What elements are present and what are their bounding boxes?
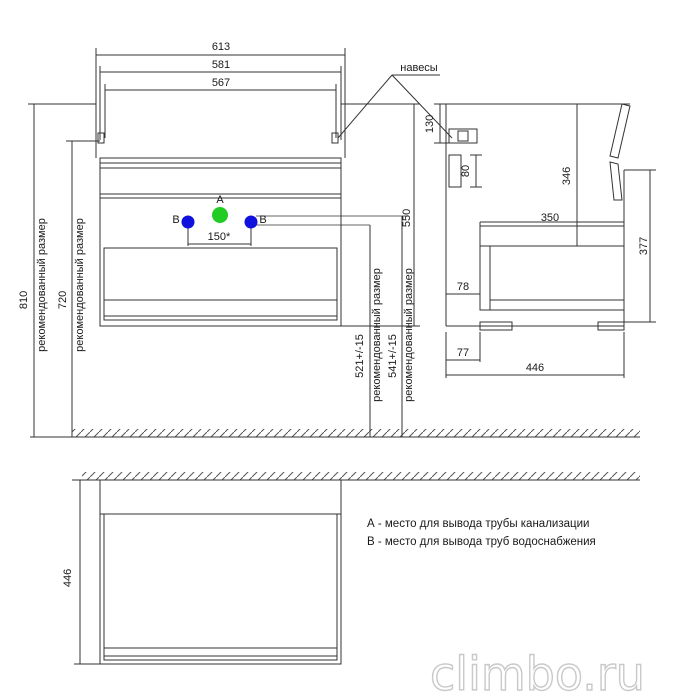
dim-581: 581 <box>212 59 230 71</box>
dim-567: 567 <box>212 77 230 89</box>
recommended-label-810: рекомендованный размер <box>36 218 48 352</box>
legend-a: А - место для вывода трубы канализации <box>367 518 589 530</box>
wall-line <box>82 472 640 481</box>
point-b-right-label: В <box>259 214 266 226</box>
plan-view <box>72 479 342 665</box>
hinges-label: навесы <box>400 62 438 74</box>
pipe-b-right-marker-icon <box>244 215 258 229</box>
dim-80: 80 <box>460 165 472 177</box>
dim-720: 720 <box>57 291 69 309</box>
recommended-label-541: рекомендованный размер <box>403 268 415 402</box>
dim-77: 77 <box>457 347 469 359</box>
hinge-right-icon <box>331 132 339 144</box>
point-a-label: А <box>216 194 224 206</box>
dim-521: 521+/-15 <box>354 334 366 378</box>
dim-78: 78 <box>457 281 469 293</box>
dim-541: 541+/-15 <box>387 334 399 378</box>
point-b-left-label: В <box>172 214 179 226</box>
dim-350: 350 <box>541 212 559 224</box>
dim-150: 150* <box>208 231 231 243</box>
legend-b: В - место для вывода труб водоснабжения <box>367 536 596 548</box>
pipe-a-marker-icon <box>212 207 228 223</box>
pipe-b-left-marker-icon <box>181 215 195 229</box>
dim-810: 810 <box>18 291 30 309</box>
hinge-left-icon <box>97 132 105 144</box>
dim-550: 550 <box>401 209 413 227</box>
recommended-label-720: рекомендованный размер <box>74 218 86 352</box>
front-view <box>28 48 453 437</box>
dim-613: 613 <box>212 41 230 53</box>
dim-446-side: 446 <box>526 362 544 374</box>
recommended-label-521: рекомендованный размер <box>371 268 383 402</box>
side-view <box>434 103 656 378</box>
floor-line <box>30 429 640 438</box>
dim-130: 130 <box>424 115 436 133</box>
dim-346: 346 <box>561 167 573 185</box>
dim-446-plan: 446 <box>62 569 74 587</box>
watermark: climbo.ru <box>430 647 645 700</box>
dim-377: 377 <box>638 237 650 255</box>
